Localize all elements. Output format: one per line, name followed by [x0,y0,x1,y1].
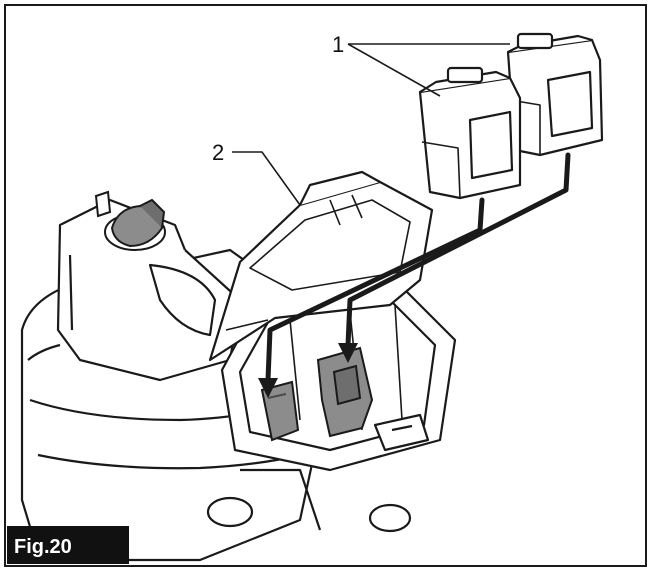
callout-2: 2 [212,140,301,206]
battery-cover [208,170,434,362]
callout-2-number: 2 [212,140,224,165]
callout-1-number: 1 [332,32,344,57]
tank-cap [104,198,166,251]
tank-latch [94,190,112,218]
charger-port-left [260,380,300,442]
figure-label-text: Fig.20 [14,536,72,558]
figure-label: Fig.20 [7,526,129,564]
charger-port-right [316,346,374,438]
insertion-arrow-icon [265,152,571,383]
battery-cartridge-icon [418,66,522,200]
battery-cartridge-icon [506,32,604,157]
callout-1: 1 [332,32,510,97]
figure-frame [4,4,647,567]
insertion-arrowheads [258,343,358,398]
